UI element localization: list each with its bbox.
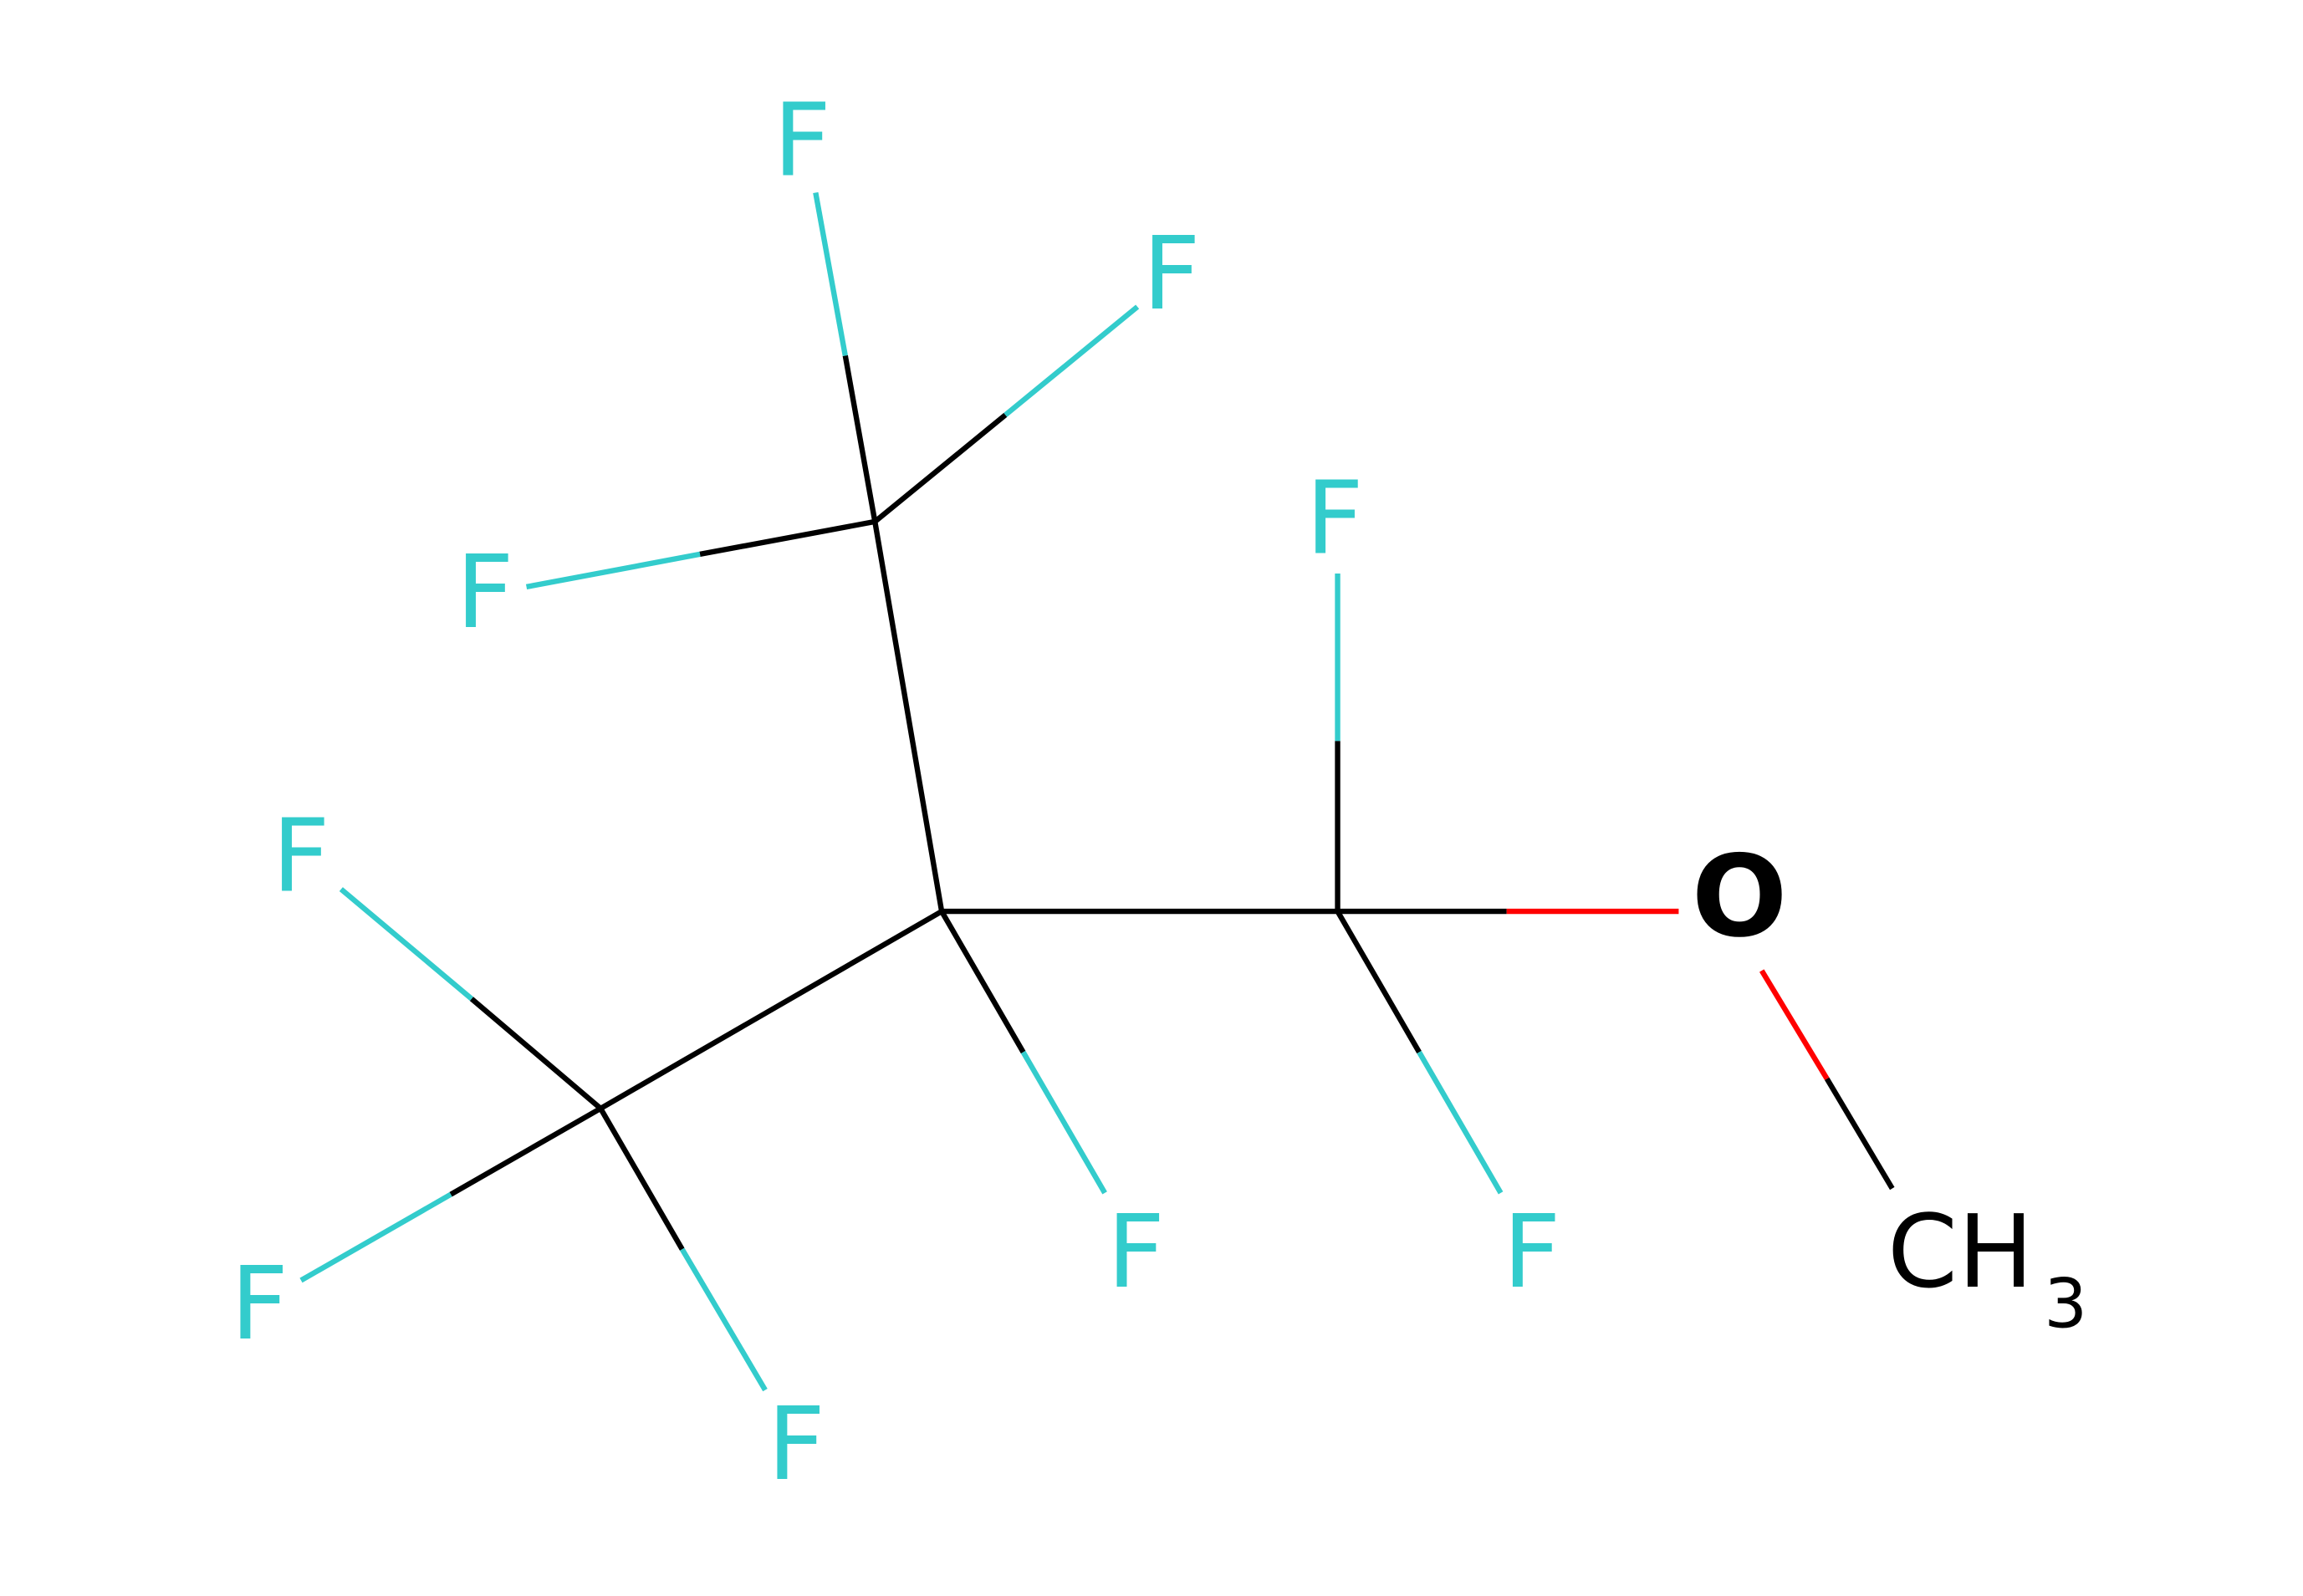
fluorine-atom-label: F [1107,1194,1165,1311]
fluorine-atom-label: F [1503,1194,1560,1311]
bond-c2-c3 [599,909,943,1111]
fluorine-atom-label: F [768,1386,825,1503]
bond-c3-f9 [598,1107,768,1392]
fluorine-atom-label: F [231,1246,289,1363]
bond-o-ch3 [1759,969,1895,1191]
bond-c4-f7 [1335,910,1504,1195]
methyl-label-subscript: 3 [2044,1264,2087,1344]
methyl-label-main: CH [1887,1194,2034,1311]
bond-c1-f3 [525,518,876,590]
fluorine-atom-label: F [272,798,329,915]
fluorine-atom-label: F [1142,216,1200,333]
bond-c2-f6 [939,910,1107,1195]
bond-c3-f8 [299,1106,602,1283]
bond-c3-f5 [339,887,603,1111]
oxygen-atom-label: O [1692,831,1788,962]
fluorine-atom-label: F [774,82,831,199]
bond-c1-c2 [872,521,945,912]
methyl-group-label: CH 3 [1887,1194,2087,1344]
fluorine-atom-label: F [1305,460,1363,577]
fluorine-atom-label: F [456,534,513,651]
bond-c1-f1 [813,191,878,523]
bond-c1-f2 [873,304,1140,524]
